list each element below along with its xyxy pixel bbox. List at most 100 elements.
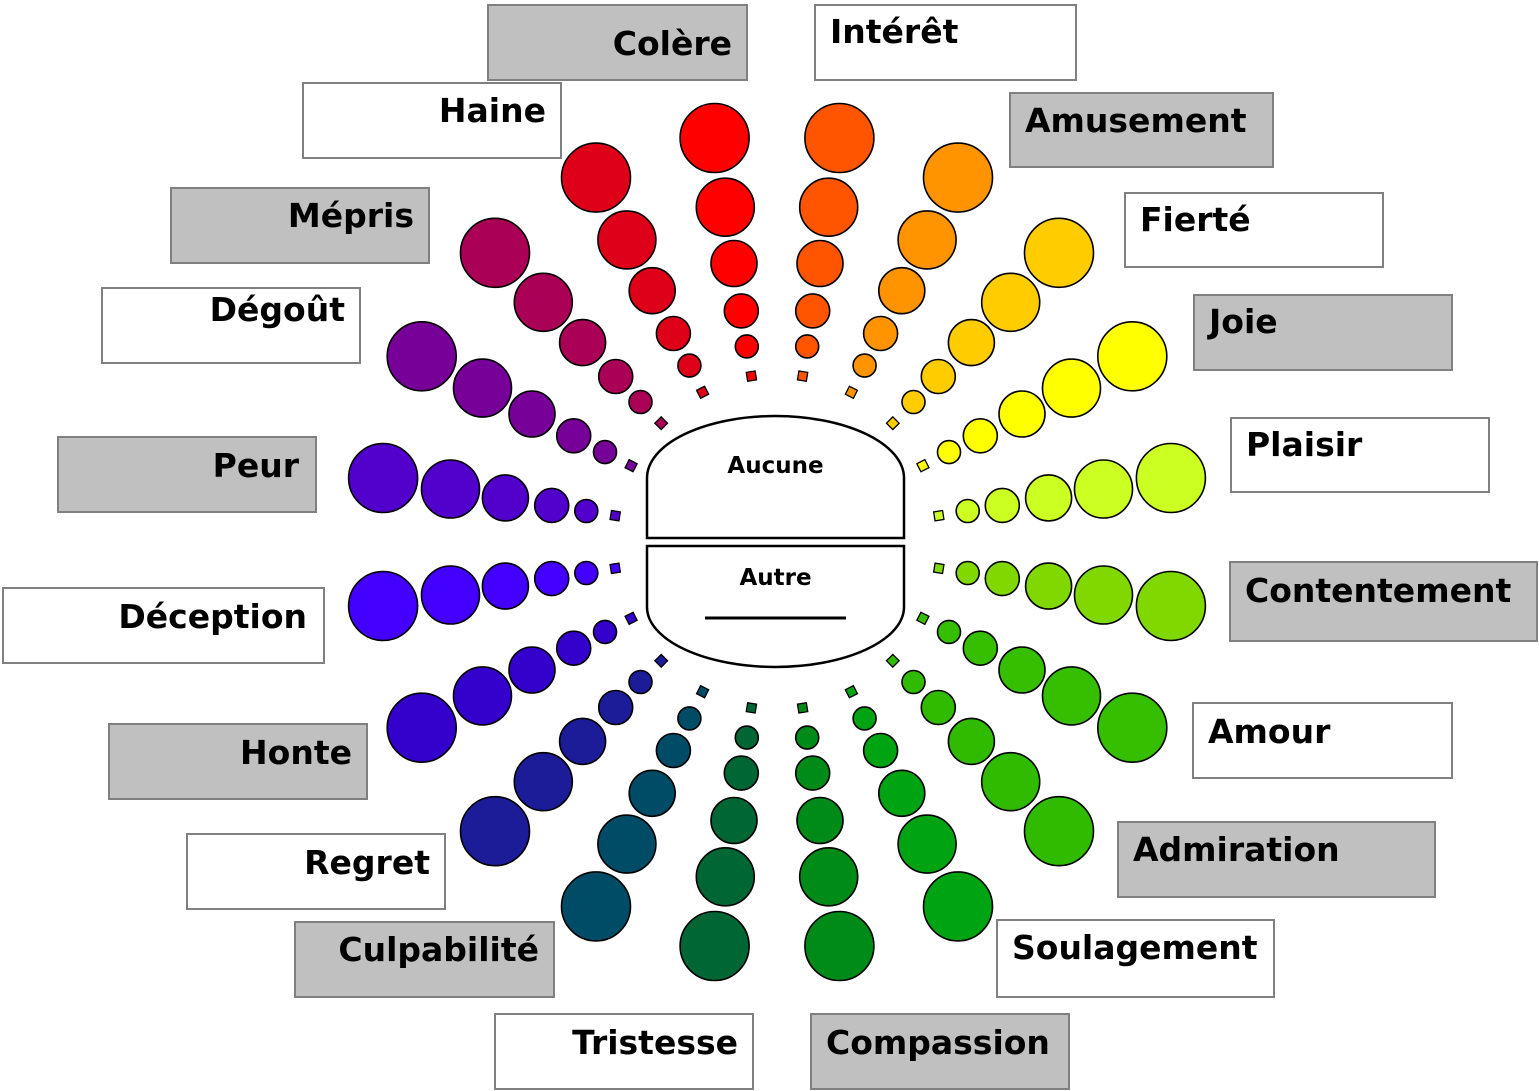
- intensity-circle-mepris-2[interactable]: [597, 358, 634, 395]
- intensity-circle-compassion-2[interactable]: [794, 755, 831, 791]
- intensity-circle-degout-5[interactable]: [386, 320, 458, 392]
- intensity-circle-compassion-3[interactable]: [796, 796, 844, 845]
- intensity-circle-soulagement-5[interactable]: [922, 871, 994, 942]
- intensity-circle-contentement-4[interactable]: [1073, 565, 1134, 625]
- intensity-circle-amusement-3[interactable]: [877, 266, 926, 315]
- intensity-circle-fierte-2[interactable]: [920, 358, 957, 395]
- intensity-circle-honte-3[interactable]: [508, 646, 556, 694]
- intensity-circle-compassion-5[interactable]: [804, 910, 875, 982]
- intensity-circle-plaisir-5[interactable]: [1135, 442, 1207, 514]
- intensity-circle-culpabilite-2[interactable]: [655, 732, 692, 769]
- intensity-circle-tristesse-1[interactable]: [734, 725, 760, 750]
- intensity-circle-degout-4[interactable]: [452, 358, 513, 418]
- intensity-circle-deception-3[interactable]: [481, 562, 530, 610]
- none-option-shape[interactable]: [645, 414, 906, 540]
- intensity-circle-honte-2[interactable]: [555, 630, 592, 667]
- other-option-shape[interactable]: [645, 544, 906, 669]
- intensity-circle-tristesse-2[interactable]: [723, 755, 760, 791]
- intensity-circle-joie-4[interactable]: [1041, 358, 1102, 418]
- intensity-circle-colere-5[interactable]: [679, 102, 750, 174]
- intensity-circle-culpabilite-4[interactable]: [597, 814, 657, 874]
- intensity-circle-mepris-3[interactable]: [558, 318, 607, 367]
- intensity-circle-haine-4[interactable]: [597, 210, 657, 270]
- intensity-circle-deception-5[interactable]: [347, 570, 419, 642]
- intensity-circle-joie-5[interactable]: [1097, 320, 1168, 392]
- intensity-circle-admiration-4[interactable]: [980, 751, 1041, 812]
- intensity-circle-soulagement-2[interactable]: [862, 732, 899, 769]
- intensity-circle-admiration-5[interactable]: [1023, 795, 1095, 867]
- intensity-circle-degout-3[interactable]: [508, 390, 556, 438]
- intensity-circle-soulagement-4[interactable]: [897, 814, 957, 874]
- intensity-circle-amour-1[interactable]: [936, 619, 962, 645]
- intensity-circle-regret-5[interactable]: [459, 795, 531, 867]
- intensity-circle-amusement-1[interactable]: [852, 353, 877, 378]
- intensity-circle-peur-3[interactable]: [481, 474, 530, 522]
- intensity-circle-haine-1[interactable]: [677, 353, 702, 378]
- intensity-circle-deception-4[interactable]: [420, 565, 481, 625]
- intensity-circle-culpabilite-5[interactable]: [560, 871, 632, 942]
- intensity-circle-haine-2[interactable]: [655, 315, 692, 352]
- intensity-circle-peur-1[interactable]: [573, 498, 599, 524]
- intensity-circle-admiration-3[interactable]: [947, 717, 996, 766]
- intensity-circle-honte-5[interactable]: [386, 692, 458, 764]
- intensity-circle-peur-4[interactable]: [420, 459, 481, 519]
- intensity-circle-soulagement-3[interactable]: [877, 769, 926, 818]
- intensity-circle-colere-4[interactable]: [695, 177, 756, 237]
- intensity-circle-plaisir-4[interactable]: [1073, 459, 1134, 519]
- intensity-circle-interet-3[interactable]: [796, 239, 844, 288]
- intensity-circle-colere-3[interactable]: [710, 239, 758, 288]
- intensity-circle-fierte-1[interactable]: [901, 389, 926, 415]
- intensity-circle-interet-1[interactable]: [794, 334, 820, 359]
- intensity-circle-interet-5[interactable]: [804, 102, 875, 174]
- intensity-circle-peur-2[interactable]: [533, 487, 570, 524]
- intensity-circle-interet-4[interactable]: [798, 177, 859, 237]
- intensity-circle-plaisir-2[interactable]: [984, 487, 1021, 524]
- intensity-circle-amusement-2[interactable]: [862, 315, 899, 352]
- intensity-circle-fierte-3[interactable]: [947, 318, 996, 367]
- intensity-circle-mepris-1[interactable]: [628, 389, 653, 415]
- intensity-circle-amusement-4[interactable]: [897, 210, 957, 270]
- intensity-circle-interet-2[interactable]: [794, 293, 831, 329]
- intensity-circle-fierte-5[interactable]: [1023, 217, 1095, 289]
- intensity-circle-plaisir-3[interactable]: [1024, 474, 1073, 522]
- intensity-circle-regret-4[interactable]: [513, 751, 574, 812]
- intensity-circle-deception-1[interactable]: [573, 560, 599, 586]
- intensity-circle-admiration-2[interactable]: [920, 689, 957, 726]
- intensity-circle-degout-2[interactable]: [555, 417, 592, 454]
- intensity-circle-honte-1[interactable]: [592, 619, 618, 645]
- none-option[interactable]: Aucune: [645, 414, 906, 540]
- intensity-circle-compassion-1[interactable]: [794, 725, 820, 750]
- intensity-circle-tristesse-3[interactable]: [710, 796, 758, 845]
- intensity-circle-mepris-4[interactable]: [513, 272, 574, 333]
- intensity-circle-deception-2[interactable]: [533, 560, 570, 597]
- intensity-circle-tristesse-5[interactable]: [679, 910, 750, 982]
- intensity-circle-contentement-5[interactable]: [1135, 570, 1207, 642]
- intensity-circle-mepris-5[interactable]: [459, 217, 531, 289]
- intensity-circle-haine-5[interactable]: [560, 142, 632, 213]
- intensity-circle-amour-2[interactable]: [962, 630, 999, 667]
- intensity-circle-contentement-2[interactable]: [984, 560, 1021, 597]
- intensity-circle-joie-2[interactable]: [962, 417, 999, 454]
- intensity-circle-admiration-1[interactable]: [901, 669, 926, 695]
- intensity-circle-regret-3[interactable]: [558, 717, 607, 766]
- intensity-circle-degout-1[interactable]: [592, 439, 618, 465]
- intensity-circle-regret-1[interactable]: [628, 669, 653, 695]
- intensity-circle-colere-2[interactable]: [723, 293, 760, 329]
- intensity-circle-amour-5[interactable]: [1097, 692, 1168, 764]
- intensity-circle-soulagement-1[interactable]: [852, 706, 877, 731]
- intensity-circle-tristesse-4[interactable]: [695, 846, 756, 907]
- intensity-circle-amour-4[interactable]: [1041, 666, 1102, 726]
- intensity-circle-amour-3[interactable]: [998, 646, 1046, 694]
- intensity-circle-contentement-3[interactable]: [1024, 562, 1073, 610]
- intensity-circle-plaisir-1[interactable]: [955, 498, 981, 524]
- intensity-circle-fierte-4[interactable]: [980, 272, 1041, 333]
- intensity-circle-contentement-1[interactable]: [955, 560, 981, 586]
- intensity-circle-compassion-4[interactable]: [798, 846, 859, 907]
- intensity-circle-culpabilite-3[interactable]: [628, 769, 677, 818]
- intensity-circle-honte-4[interactable]: [452, 666, 513, 726]
- intensity-circle-joie-1[interactable]: [936, 439, 962, 465]
- intensity-circle-amusement-5[interactable]: [922, 142, 994, 213]
- intensity-circle-peur-5[interactable]: [347, 442, 419, 514]
- intensity-circle-joie-3[interactable]: [998, 390, 1046, 438]
- intensity-circle-regret-2[interactable]: [597, 689, 634, 726]
